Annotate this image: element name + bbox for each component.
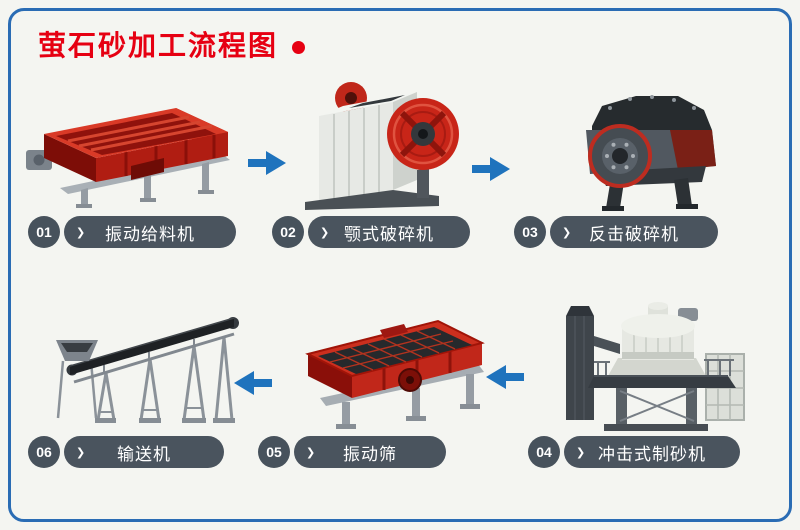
jaw-crusher-image [289,78,465,212]
step-label-text: 颚式破碎机 [344,224,434,244]
vibrating-feeder-image [26,92,241,212]
chevron-right-icon: ❯ [76,226,87,239]
step-number-02: 02 [272,216,304,248]
vsi-sand-maker-image [560,296,750,436]
step-label-vibrating-feeder: ❯ 振动给料机 [64,216,236,248]
step-label-text: 冲击式制砂机 [598,444,706,464]
chevron-right-icon: ❯ [306,446,317,459]
step-label-text: 振动筛 [343,444,397,464]
vibrating-screen-image [292,296,488,434]
step-number-06: 06 [28,436,60,468]
title-row: 萤石砂加工流程图 [38,24,306,64]
step-label-text: 振动给料机 [105,224,195,244]
title-dot-icon [292,40,306,54]
step-number-01: 01 [28,216,60,248]
belt-conveyor-image [54,300,244,430]
flow-arrow-right-2-icon [470,154,512,184]
step-label-vibrating-screen: ❯ 振动筛 [294,436,446,468]
step-number-03: 03 [514,216,546,248]
step-label-belt-conveyor: ❯ 输送机 [64,436,224,468]
step-label-text: 输送机 [117,444,171,464]
chevron-right-icon: ❯ [76,446,87,459]
step-label-jaw-crusher: ❯ 颚式破碎机 [308,216,470,248]
flow-arrow-right-1-icon [246,148,288,178]
step-number-05: 05 [258,436,290,468]
flow-arrow-left-1-icon [232,368,274,398]
step-label-text: 反击破碎机 [589,224,679,244]
flow-arrow-left-2-icon [484,362,526,392]
step-label-impact-crusher: ❯ 反击破碎机 [550,216,718,248]
chevron-right-icon: ❯ [562,226,573,239]
page-title: 萤石砂加工流程图 [38,30,279,61]
chevron-right-icon: ❯ [320,226,331,239]
chevron-right-icon: ❯ [576,446,587,459]
step-number-04: 04 [528,436,560,468]
impact-crusher-image [566,86,728,212]
step-label-vsi-sand-maker: ❯ 冲击式制砂机 [564,436,740,468]
